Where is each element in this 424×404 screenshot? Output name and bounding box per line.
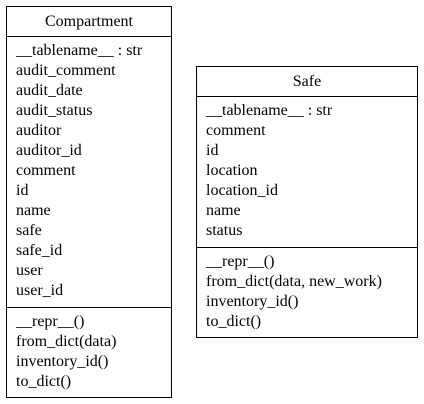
method: inventory_id() — [16, 353, 109, 370]
attribute: __tablename__ : str — [206, 102, 333, 119]
class-safe: Safe __tablename__ : str comment id loca… — [196, 66, 418, 338]
attribute: name — [16, 202, 51, 219]
attributes-section: __tablename__ : str comment id location … — [197, 97, 417, 248]
attribute: location_id — [206, 182, 278, 199]
attribute: status — [206, 222, 243, 239]
methods-section: __repr__() from_dict(data, new_work) inv… — [197, 248, 417, 332]
attribute: auditor_id — [16, 142, 82, 159]
attribute: user_id — [16, 282, 64, 299]
method: from_dict(data, new_work) — [206, 273, 382, 290]
attribute: safe_id — [16, 242, 63, 259]
attribute: audit_comment — [16, 62, 116, 79]
attribute: name — [206, 202, 241, 219]
class-title: Compartment — [7, 7, 171, 37]
methods-section: __repr__() from_dict(data) inventory_id(… — [7, 308, 171, 392]
attribute: safe — [16, 222, 42, 239]
method: from_dict(data) — [16, 333, 117, 350]
method: to_dict() — [16, 373, 72, 390]
attribute: id — [16, 182, 29, 199]
method: __repr__() — [206, 253, 275, 270]
attribute: location — [206, 162, 258, 179]
attribute: comment — [16, 162, 76, 179]
method: inventory_id() — [206, 293, 299, 310]
attribute: user — [16, 262, 43, 279]
method: __repr__() — [16, 313, 85, 330]
attribute: audit_date — [16, 82, 83, 99]
class-compartment: Compartment __tablename__ : str audit_co… — [6, 6, 172, 398]
attribute: comment — [206, 122, 266, 139]
attribute: audit_status — [16, 102, 93, 119]
method: to_dict() — [206, 313, 262, 330]
attribute: id — [206, 142, 219, 159]
attribute: auditor — [16, 122, 62, 139]
attributes-section: __tablename__ : str audit_comment audit_… — [7, 37, 171, 308]
class-title: Safe — [197, 67, 417, 97]
attribute: __tablename__ : str — [16, 42, 143, 59]
